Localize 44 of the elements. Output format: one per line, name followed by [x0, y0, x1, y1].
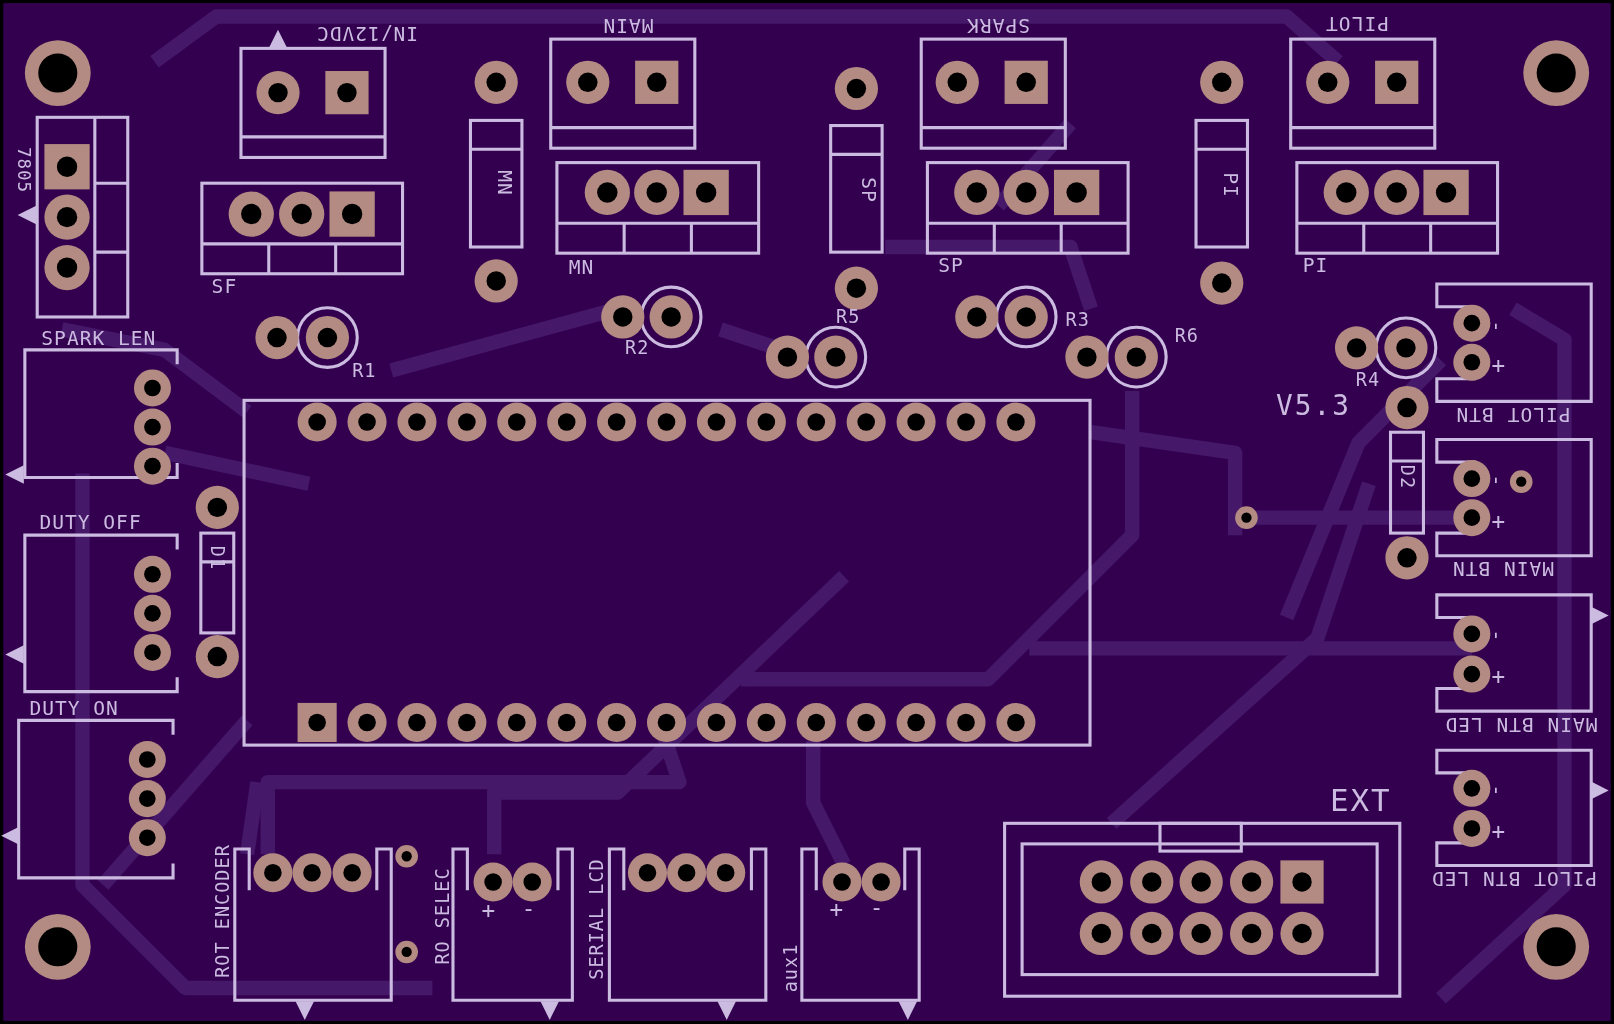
polarity-sign: +: [1491, 819, 1506, 842]
connector-label: PILOT BTN: [1455, 404, 1571, 424]
connector-label: PILOT: [1324, 12, 1389, 33]
component-label: R6: [1174, 326, 1199, 345]
connector-label: DUTY OFF: [39, 513, 142, 533]
connector-label: DUTY ON: [29, 699, 119, 719]
connector-label: SF: [211, 277, 238, 297]
connector-label: SP: [938, 255, 964, 276]
connector-label: SERIAL LCD: [587, 858, 607, 980]
polarity-sign: -: [1486, 783, 1507, 798]
polarity-sign: +: [829, 897, 845, 921]
connector-label: MAIN BTN LED: [1444, 713, 1598, 734]
connector-label: MAIN BTN: [1451, 558, 1554, 578]
polarity-sign: +: [1491, 354, 1506, 377]
connector-label: SPARK LEN: [41, 328, 157, 349]
connector-label: PI: [1302, 255, 1329, 276]
component-label: R4: [1355, 370, 1381, 390]
component-label: R3: [1065, 310, 1090, 330]
component-label: R2: [625, 338, 650, 358]
polarity-sign: -: [1486, 629, 1507, 643]
polarity-sign: +: [481, 898, 497, 922]
connector-label: RO SELEC: [433, 867, 452, 965]
version-label: V5.3: [1275, 391, 1351, 420]
component-label: R1: [352, 361, 377, 380]
polarity-sign: +: [1491, 664, 1506, 688]
component-label: SP: [857, 177, 878, 204]
connector-label: MAIN: [602, 14, 654, 35]
polarity-sign: -: [1486, 320, 1507, 334]
part-number-label: 7805: [13, 146, 32, 193]
connector-label: aux1: [781, 943, 800, 992]
component-label: R5: [836, 307, 861, 327]
connector-label: ROT ENCODER: [214, 844, 233, 978]
connector-label: IN/12VDC: [316, 23, 419, 43]
connector-label: SPARK: [966, 14, 1031, 35]
polarity-sign: -: [869, 895, 885, 919]
polarity-sign: -: [1486, 474, 1507, 488]
connector-label: MN: [568, 257, 595, 278]
polarity-sign: -: [521, 896, 537, 920]
connector-label: EXT: [1329, 784, 1392, 816]
component-label: D2: [1397, 464, 1417, 489]
component-label: PI: [1220, 172, 1240, 199]
polarity-sign: +: [1491, 509, 1506, 533]
connector-label: PILOT BTN LED: [1431, 868, 1598, 888]
component-label: MN: [494, 170, 515, 196]
